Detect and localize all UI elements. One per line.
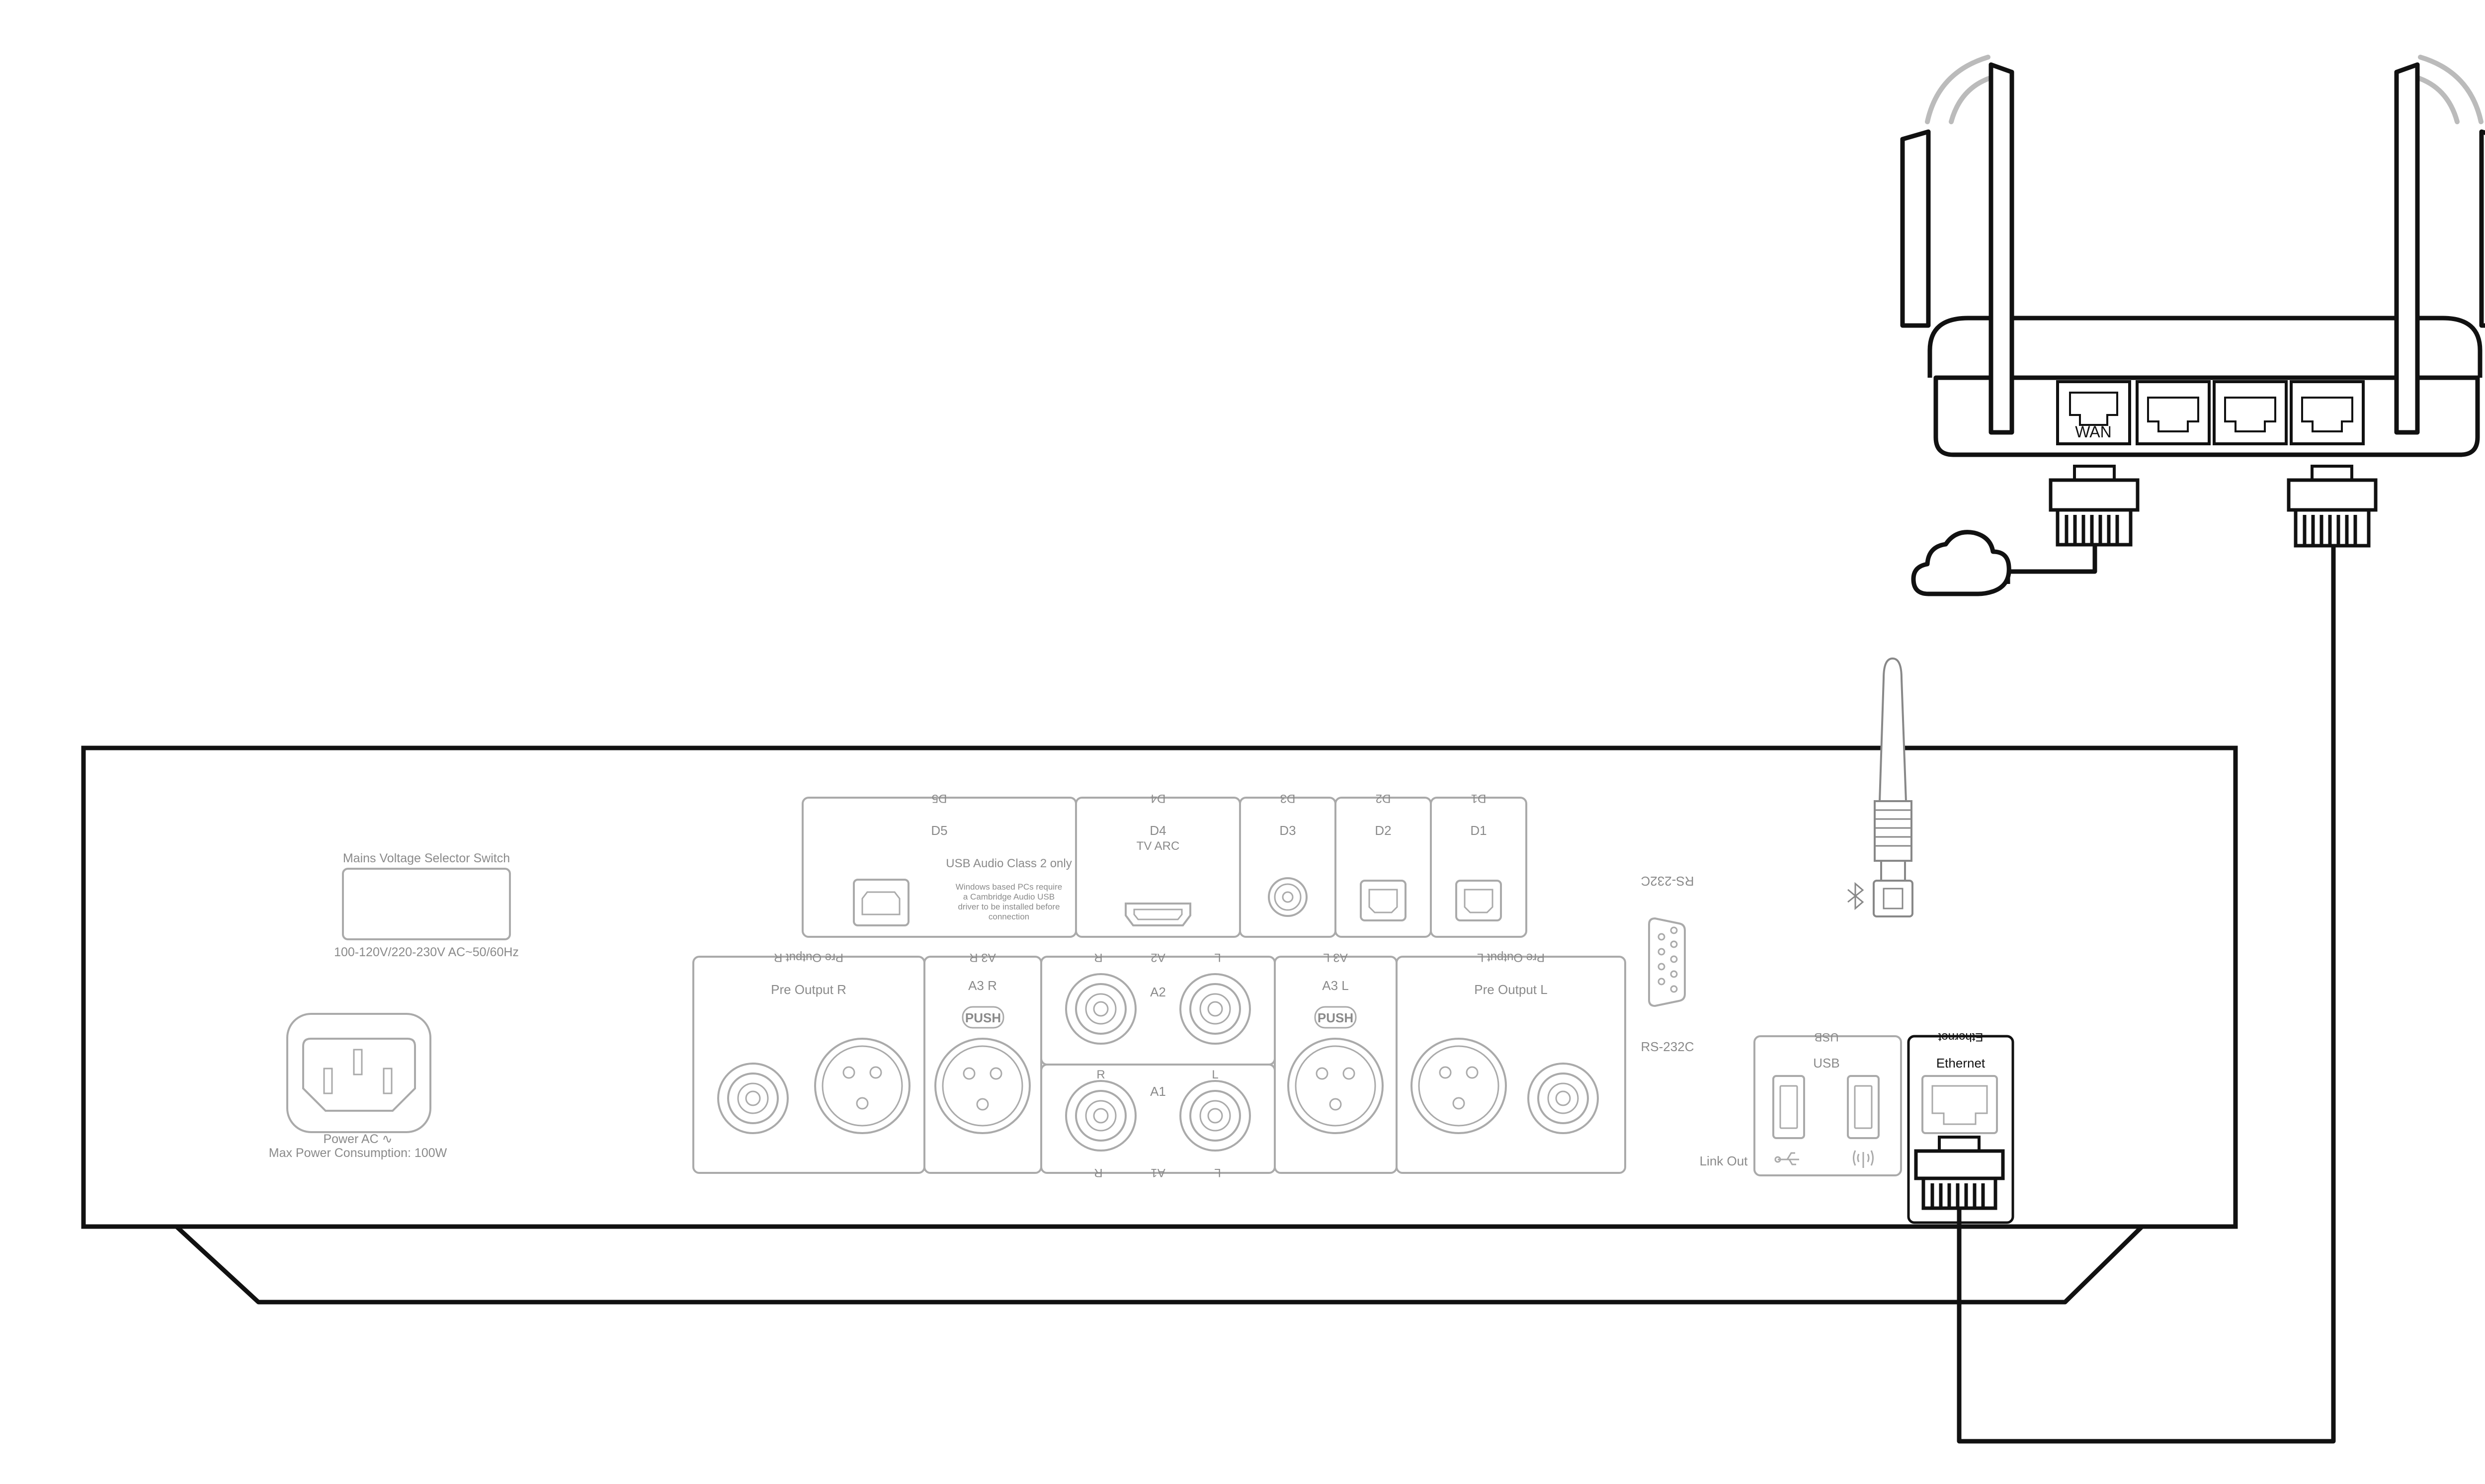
analog-panels (692, 956, 1626, 1174)
pre-output-r-mirror-label: Pre Output R (774, 951, 843, 964)
ethernet-mirror-label: Ethernet (1938, 1030, 1983, 1044)
a2-mirror-r: R (1094, 951, 1102, 964)
usb-icon (1774, 1152, 1799, 1165)
usb-port-2[interactable] (1847, 1075, 1880, 1139)
a1-label: A1 (1150, 1084, 1166, 1099)
bluetooth-icon (1847, 882, 1864, 910)
usb-label: USB (1813, 1056, 1839, 1071)
power-label: Power AC ∿ (323, 1132, 392, 1146)
d5-driver-line-1: Windows based PCs require (956, 882, 1062, 892)
d5-usb-input[interactable]: D5 USB Audio Class 2 only Windows based … (853, 823, 1072, 926)
wifi-icon (1853, 1150, 1874, 1168)
d1-mirror-label: D1 (1471, 792, 1487, 805)
ethernet-cable (1957, 546, 2336, 1444)
a1-l-label: L (1212, 1068, 1218, 1081)
wireless-antenna (1847, 657, 1913, 917)
mains-selector-label: Mains Voltage Selector Switch (343, 851, 510, 865)
amplifier: Mains Voltage Selector Switch 100-120V/2… (81, 657, 2238, 1305)
d2-optical-input[interactable]: D2 (1360, 823, 1407, 921)
usb-section: USB USB Link Out (1700, 1030, 1902, 1176)
d3-mirror-label: D3 (1280, 792, 1296, 805)
ethernet-label: Ethernet (1936, 1056, 1986, 1071)
d5-mirror-label: D5 (932, 792, 947, 805)
amplifier-base (174, 1225, 2144, 1305)
router-lan-port-1[interactable] (2136, 380, 2211, 445)
a3-r-xlr-input[interactable]: A3 R PUSH (934, 978, 1031, 1134)
a2-mirror-l: L (1214, 951, 1221, 964)
rs232c-mirror-label: RS-232C (1641, 874, 1694, 889)
internet-cable (2005, 545, 2097, 584)
router-lan-port-3[interactable] (2290, 380, 2365, 445)
a3r-push-label: PUSH (965, 1010, 1001, 1025)
pre-output-r-xlr[interactable] (814, 1038, 911, 1134)
pre-output-r[interactable]: Pre Output R (717, 982, 911, 1134)
d5-label: D5 (931, 823, 947, 838)
d2-mirror-label: D2 (1376, 792, 1391, 805)
a1-r-label: R (1096, 1068, 1105, 1081)
ethernet-port[interactable] (1921, 1075, 1998, 1134)
d1-optical-input[interactable]: D1 (1455, 823, 1502, 921)
a3r-label: A3 R (968, 978, 997, 993)
usb-mirror-label: USB (1814, 1030, 1838, 1044)
a2-mirror-label: A2 (1151, 951, 1165, 964)
pre-output-r-rca[interactable] (717, 1063, 789, 1134)
router-lan-port-2[interactable] (2213, 380, 2288, 445)
pre-output-l[interactable]: Pre Output L (1410, 982, 1599, 1134)
d3-label: D3 (1279, 823, 1296, 838)
pre-output-r-label: Pre Output R (771, 982, 846, 997)
d5-driver-line-3: driver to be installed before (958, 902, 1060, 911)
a3l-mirror-label: A3 L (1323, 951, 1347, 964)
pre-output-l-rca[interactable] (1527, 1063, 1599, 1134)
a3r-mirror-label: A3 R (969, 951, 995, 964)
a1-rca-inputs[interactable]: R L A1 (1065, 1068, 1251, 1152)
d5-driver-line-2: a Cambridge Audio USB (963, 892, 1055, 902)
a2-label: A2 (1150, 985, 1166, 999)
d4-hdmi-arc-input[interactable]: D4 TV ARC (1125, 823, 1191, 926)
d4-mirror-label: D4 (1151, 792, 1166, 805)
rs232c-port[interactable]: RS-232C RS-232C (1641, 874, 1694, 1054)
a1-bottom-label: A1 (1151, 1166, 1165, 1179)
a1-bottom-r: R (1094, 1166, 1102, 1179)
d1-label: D1 (1470, 823, 1487, 838)
cloud-icon (1911, 530, 2011, 596)
rj45-plug-amplifier[interactable] (1914, 1136, 2005, 1210)
mains-voltage-selector[interactable]: Mains Voltage Selector Switch 100-120V/2… (334, 851, 519, 959)
d3-coaxial-input[interactable]: D3 (1268, 823, 1308, 917)
pre-output-l-xlr[interactable] (1410, 1038, 1507, 1134)
rs232c-label: RS-232C (1641, 1039, 1694, 1054)
router-wan-port[interactable]: WAN (2056, 380, 2131, 445)
a2-rca-inputs[interactable]: A2 (1065, 973, 1251, 1045)
d4-label: D4 (1150, 823, 1166, 838)
a3l-push-label: PUSH (1318, 1010, 1353, 1025)
router-wan-label: WAN (2075, 423, 2111, 441)
pre-output-l-label: Pre Output L (1474, 982, 1547, 997)
usb-port-1[interactable] (1772, 1075, 1805, 1139)
mains-rating-label: 100-120V/220-230V AC~50/60Hz (334, 945, 519, 959)
d5-note: USB Audio Class 2 only (946, 857, 1072, 870)
a1-bottom-l: L (1214, 1166, 1221, 1179)
power-inlet[interactable]: Power AC ∿ Max Power Consumption: 100W (269, 1013, 447, 1160)
a3l-label: A3 L (1322, 978, 1349, 993)
d5-driver-line-4: connection (989, 912, 1029, 921)
pre-output-l-mirror-label: Pre Output L (1477, 951, 1545, 964)
rj45-plug-router-lan[interactable] (2287, 465, 2378, 548)
power-consumption-label: Max Power Consumption: 100W (269, 1146, 447, 1160)
digital-inputs (802, 797, 1527, 938)
router-icon: WAN (1900, 55, 2485, 457)
mains-selector-switch[interactable] (342, 868, 511, 940)
d4-sub-label: TV ARC (1137, 839, 1180, 853)
a3-l-xlr-input[interactable]: A3 L PUSH (1287, 978, 1384, 1134)
rj45-plug-wan[interactable] (2049, 465, 2140, 547)
link-out-label: Link Out (1700, 1154, 1748, 1168)
d2-label: D2 (1375, 823, 1391, 838)
